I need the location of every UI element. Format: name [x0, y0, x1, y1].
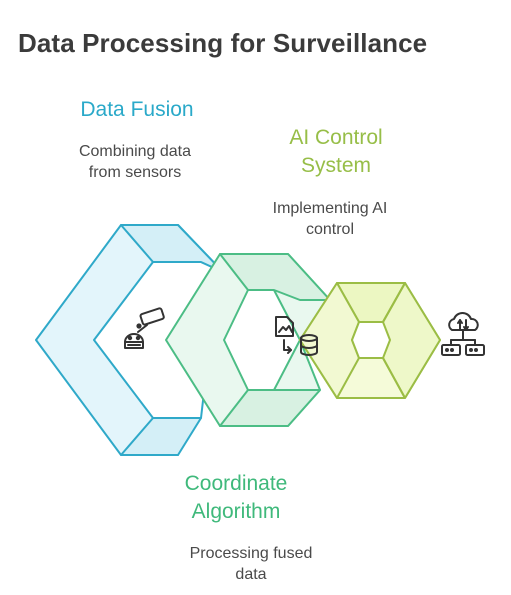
- ai-control-description: Implementing AI control: [240, 198, 420, 240]
- data-fusion-description-line-2: from sensors: [88, 164, 182, 181]
- coordinate-algorithm-shape: [165, 253, 331, 427]
- coordinate-algorithm-title-line-1: Coordinate: [184, 472, 288, 495]
- image-file-icon: [275, 316, 294, 354]
- data-fusion-description-line-1: Combining data: [78, 143, 192, 160]
- data-fusion-description: Combining data from sensors: [45, 141, 225, 183]
- ai-control-title-line-1: AI Control: [289, 126, 383, 149]
- coordinate-algorithm-description: Processing fused data: [161, 543, 341, 585]
- coordinate-algorithm-title: Coordinate Algorithm: [136, 470, 336, 526]
- ai-control-title-line-2: System: [300, 154, 371, 177]
- coordinate-algorithm-description-line-1: Processing fused: [189, 545, 313, 562]
- ai-control-description-line-1: Implementing AI: [272, 200, 388, 217]
- database-icon: [300, 334, 318, 356]
- data-fusion-title: Data Fusion: [80, 98, 194, 121]
- coordinate-algorithm-description-line-2: data: [235, 566, 267, 583]
- diagram-title: Data Processing for Surveillance: [18, 28, 428, 58]
- ai-control-description-line-2: control: [305, 221, 355, 238]
- coordinate-algorithm-title-line-2: Algorithm: [191, 500, 281, 523]
- robot-icon: [124, 333, 144, 349]
- ai-control-shape: [299, 282, 441, 399]
- cloud-network-icon: [441, 312, 485, 356]
- ai-control-title: AI Control System: [236, 124, 436, 180]
- cctv-camera-icon: [136, 307, 165, 333]
